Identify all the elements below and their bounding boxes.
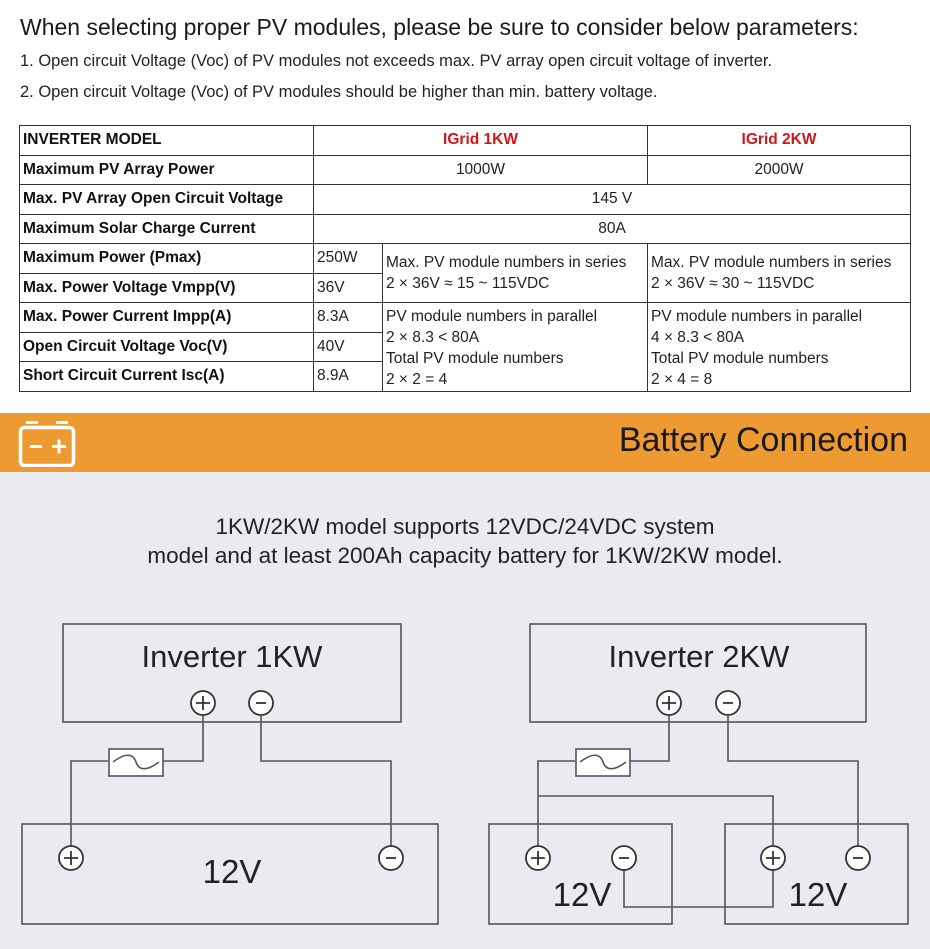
cell-value: 40V bbox=[313, 331, 383, 362]
inverter-2kw-label: Inverter 2KW bbox=[609, 639, 791, 674]
plus-terminal-icon bbox=[525, 845, 551, 871]
battery-icon bbox=[18, 421, 76, 467]
battery-1kw-label: 12V bbox=[203, 853, 262, 890]
parallel-1kw-calc: 2 × 8.3 < 80A bbox=[386, 329, 480, 346]
fuse-2kw bbox=[575, 748, 631, 777]
cell-value: 145 V bbox=[312, 184, 912, 215]
inverter-1kw-box bbox=[62, 623, 402, 723]
table-row: Maximum PV Array Power 1000W 2000W bbox=[19, 154, 912, 185]
plus-terminal-icon bbox=[656, 690, 682, 716]
specs-table: INVERTER MODEL IGrid 1KW IGrid 2KW Maxim… bbox=[19, 125, 912, 392]
table-row: Max. PV Array Open Circuit Voltage 145 V bbox=[19, 184, 912, 215]
table-row: Short Circuit Current Isc(A) 8.9A bbox=[19, 361, 911, 392]
total-1kw-calc: 2 × 2 = 4 bbox=[386, 371, 448, 388]
cell-value: 80A bbox=[312, 213, 912, 244]
model-1kw: IGrid 1KW bbox=[312, 125, 649, 156]
parallel-1kw-title: PV module numbers in parallel bbox=[386, 308, 598, 325]
row-label: Max. Power Voltage Vmpp(V) bbox=[19, 272, 314, 303]
plus-terminal-icon bbox=[190, 690, 216, 716]
table-row: Maximum Power (Pmax) 250W Max. PV module… bbox=[19, 243, 912, 303]
cell-value: 36V bbox=[313, 272, 383, 303]
series-2kw-cell: Max. PV module numbers in series 2 × 36V… bbox=[647, 243, 912, 303]
series-1kw-title: Max. PV module numbers in series bbox=[386, 254, 627, 271]
inverter-2kw-box bbox=[529, 623, 867, 723]
parallel-1kw-cell: PV module numbers in parallel 2 × 8.3 < … bbox=[381, 302, 649, 392]
cell-value: 8.9A bbox=[313, 361, 383, 392]
series-2kw-title: Max. PV module numbers in series bbox=[651, 254, 892, 271]
battery-right-box bbox=[724, 823, 909, 925]
page-heading: When selecting proper PV modules, please… bbox=[20, 14, 859, 40]
row-label: Open Circuit Voltage Voc(V) bbox=[19, 331, 314, 362]
series-2kw-calc: 2 × 36V ≈ 30 ~ 115VDC bbox=[651, 275, 815, 292]
table-row: Max. Power Voltage Vmpp(V) 36V bbox=[19, 272, 911, 303]
cell-value: 8.3A bbox=[313, 302, 383, 333]
minus-terminal-icon bbox=[715, 690, 741, 716]
minus-terminal-icon bbox=[248, 690, 274, 716]
note-2: 2. Open circuit Voltage (Voc) of PV modu… bbox=[20, 83, 658, 101]
minus-terminal-icon bbox=[845, 845, 871, 871]
table-row: Maximum Solar Charge Current 80A bbox=[19, 213, 912, 244]
cell-value: 2000W bbox=[647, 154, 912, 185]
series-1kw-calc: 2 × 36V ≈ 15 ~ 115VDC bbox=[386, 275, 550, 292]
total-2kw-calc: 2 × 4 = 8 bbox=[651, 371, 713, 388]
header-label: INVERTER MODEL bbox=[19, 125, 314, 156]
battery-left-box bbox=[488, 823, 673, 925]
battery-right-label: 12V bbox=[789, 876, 848, 913]
table-row: INVERTER MODEL IGrid 1KW IGrid 2KW bbox=[19, 125, 912, 156]
inverter-1kw-label: Inverter 1KW bbox=[142, 639, 324, 674]
banner-title: Battery Connection bbox=[618, 421, 908, 459]
model-2kw: IGrid 2KW bbox=[647, 125, 912, 156]
row-label: Maximum Power (Pmax) bbox=[19, 243, 314, 274]
row-label: Max. Power Current Impp(A) bbox=[19, 302, 314, 333]
minus-terminal-icon bbox=[611, 845, 637, 871]
total-2kw-title: Total PV module numbers bbox=[651, 350, 829, 367]
battery-left-label: 12V bbox=[553, 876, 612, 913]
series-1kw-cell: Max. PV module numbers in series 2 × 36V… bbox=[381, 243, 649, 303]
parallel-2kw-cell: PV module numbers in parallel 4 × 8.3 < … bbox=[647, 302, 912, 392]
plus-terminal-icon bbox=[760, 845, 786, 871]
row-label: Max. PV Array Open Circuit Voltage bbox=[19, 184, 314, 215]
minus-terminal-icon bbox=[378, 845, 404, 871]
table-row: Max. Power Current Impp(A) 8.3A PV modul… bbox=[19, 302, 912, 392]
cell-value: 250W bbox=[313, 243, 383, 274]
cell-value: 1000W bbox=[312, 154, 649, 185]
description-line-2: model and at least 200Ah capacity batter… bbox=[147, 543, 783, 568]
note-1: 1. Open circuit Voltage (Voc) of PV modu… bbox=[20, 52, 773, 70]
description-line-1: 1KW/2KW model supports 12VDC/24VDC syste… bbox=[215, 514, 715, 539]
parallel-2kw-title: PV module numbers in parallel bbox=[651, 308, 863, 325]
battery-12v-box bbox=[21, 823, 439, 925]
total-1kw-title: Total PV module numbers bbox=[386, 350, 564, 367]
parallel-2kw-calc: 4 × 8.3 < 80A bbox=[651, 329, 745, 346]
row-label: Maximum PV Array Power bbox=[19, 154, 314, 185]
row-label: Maximum Solar Charge Current bbox=[19, 213, 314, 244]
battery-connection-banner: Battery Connection bbox=[0, 413, 930, 472]
fuse-1kw bbox=[108, 748, 164, 777]
wiring-diagram: Inverter 1KW 12V Inverter 2KW 12V 12V bbox=[21, 623, 909, 925]
row-label: Short Circuit Current Isc(A) bbox=[19, 361, 314, 392]
plus-terminal-icon bbox=[58, 845, 84, 871]
